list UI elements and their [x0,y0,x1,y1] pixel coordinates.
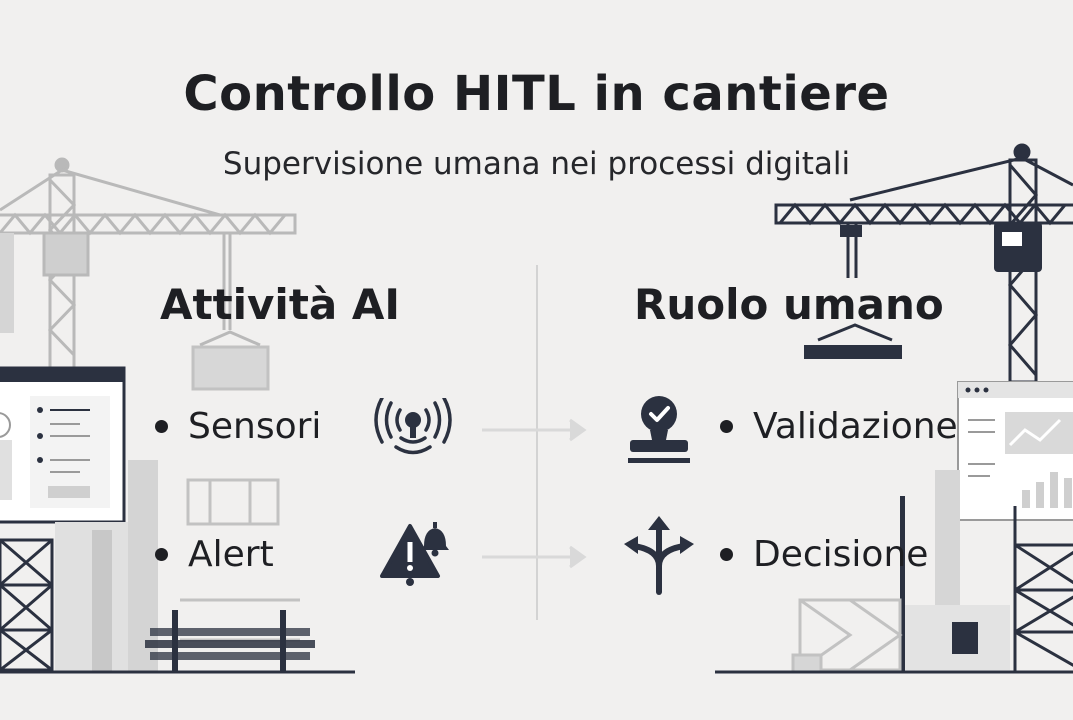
left-scaffold [0,460,355,674]
sensor-waves-icon [374,398,452,455]
right-column-heading: Ruolo umano [634,280,944,329]
right-monitor [957,381,1073,521]
approval-stamp-icon [628,396,690,463]
warning-bell-icon [380,522,449,586]
list-item-decisione: Decisione [720,534,928,575]
list-item-sensori: Sensori [155,406,321,447]
page-title: Controllo HITL in cantiere [183,66,890,122]
split-arrows-icon [624,516,694,595]
item-label: Alert [188,534,274,575]
left-column-heading: Attività AI [160,280,401,329]
right-crane [774,143,1073,384]
bullet [720,548,733,561]
list-item-alert: Alert [155,534,274,575]
left-monitor [0,366,126,524]
flow-arrow-top [482,418,587,442]
item-label: Validazione [753,406,958,447]
suspended-load [804,345,902,359]
flow-arrow-bottom [482,545,587,569]
left-panel-shadow [0,233,14,333]
left-crane [0,157,297,391]
bullet [155,420,168,433]
item-label: Sensori [188,406,322,447]
lumber-stack [145,610,315,672]
item-label: Decisione [753,534,929,575]
bullet [720,420,733,433]
right-scaffold [715,470,1073,674]
page-subtitle: Supervisione umana nei processi digitali [222,146,851,182]
list-item-validazione: Validazione [720,406,958,447]
bullet [155,548,168,561]
crane-cab [994,222,1042,272]
